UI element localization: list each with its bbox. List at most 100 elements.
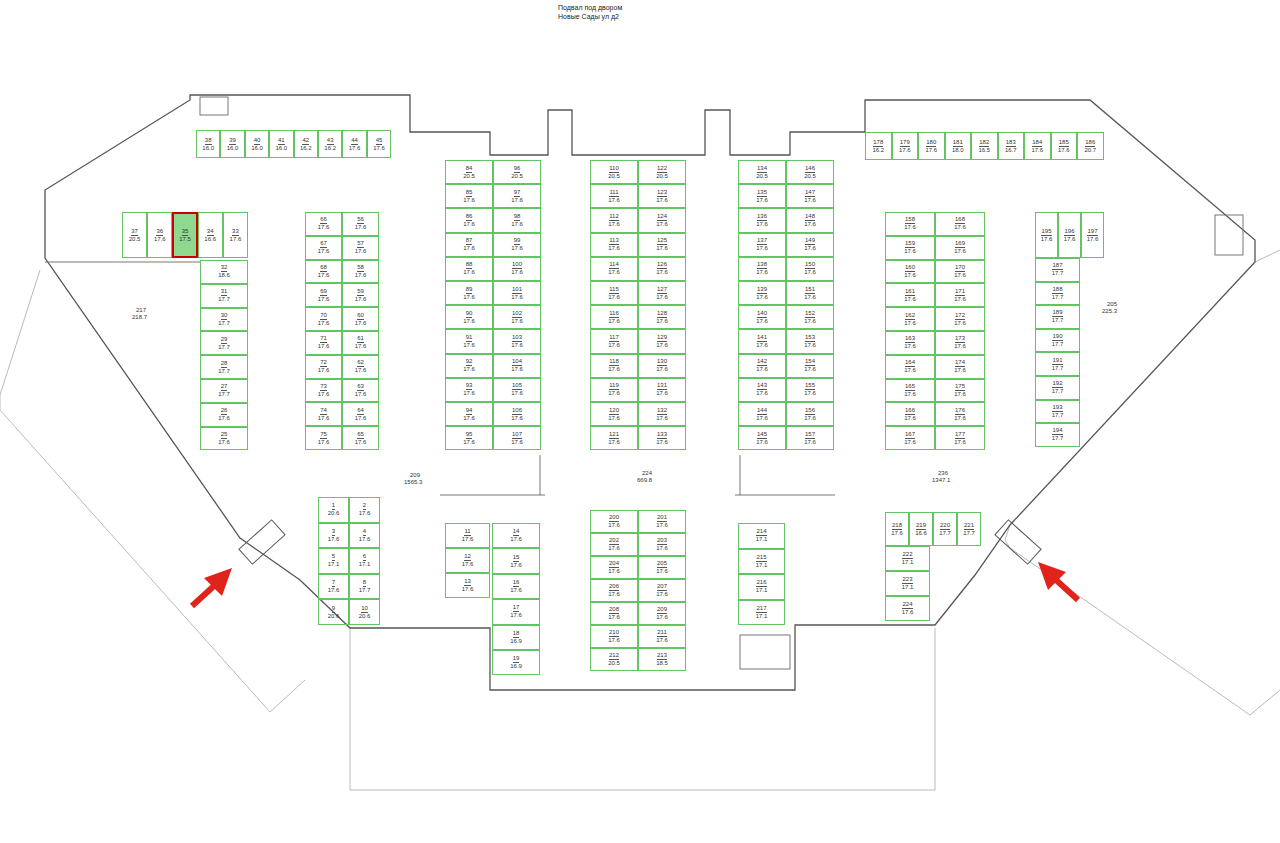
parking-space: 21017.6 xyxy=(590,625,638,648)
space-area: 17.6 xyxy=(318,248,330,255)
parking-space: 6617.6 xyxy=(305,212,342,236)
space-area: 17.7 xyxy=(1052,365,1064,372)
space-area: 17.6 xyxy=(756,245,768,252)
space-number: 150 xyxy=(805,261,815,269)
space-number: 197 xyxy=(1087,228,1097,236)
space-area: 17.6 xyxy=(355,272,367,279)
space-area: 17.7 xyxy=(1052,412,1064,419)
space-number: 186 xyxy=(1085,139,1095,147)
space-number: 202 xyxy=(609,537,619,545)
space-area: 17.6 xyxy=(954,367,966,374)
space-area: 17.6 xyxy=(608,269,620,276)
space-number: 97 xyxy=(514,189,521,197)
space-area: 18.0 xyxy=(952,147,964,154)
space-area: 17.6 xyxy=(608,390,620,397)
space-area: 17.6 xyxy=(954,391,966,398)
space-area: 17.6 xyxy=(656,415,668,422)
space-area: 17.6 xyxy=(318,224,330,231)
parking-space: 19117.7 xyxy=(1035,352,1080,376)
space-area: 17.6 xyxy=(608,342,620,349)
space-number: 90 xyxy=(466,310,473,318)
space-number: 218 xyxy=(892,522,902,530)
parking-space: 12117.6 xyxy=(590,426,638,450)
space-area: 17.6 xyxy=(608,197,620,204)
space-area: 17.6 xyxy=(656,366,668,373)
parking-space: 19717.6 xyxy=(1081,212,1104,258)
space-area: 17.6 xyxy=(510,536,522,543)
parking-space: 16117.6 xyxy=(885,283,935,307)
space-area: 17.6 xyxy=(318,343,330,350)
space-area: 17.6 xyxy=(756,294,768,301)
parking-space: 12917.6 xyxy=(638,329,686,353)
space-number: 5 xyxy=(332,553,335,561)
space-number: 115 xyxy=(609,286,619,294)
space-number: 151 xyxy=(805,286,815,294)
parking-space: 417.6 xyxy=(349,523,380,549)
space-number: 143 xyxy=(757,382,767,390)
space-number: 219 xyxy=(916,522,926,530)
space-number: 63 xyxy=(357,383,364,391)
room xyxy=(740,635,790,669)
arrow-shaft xyxy=(192,585,215,606)
space-area: 17.6 xyxy=(318,272,330,279)
space-number: 96 xyxy=(514,165,521,173)
space-area: 17.6 xyxy=(904,248,916,255)
space-number: 89 xyxy=(466,286,473,294)
space-area: 17.6 xyxy=(756,390,768,397)
space-area: 17.6 xyxy=(318,367,330,374)
parking-space: 14717.6 xyxy=(786,184,834,208)
parking-space: 10417.6 xyxy=(493,354,541,378)
parking-space: 17117.6 xyxy=(935,283,985,307)
space-number: 9 xyxy=(332,605,335,613)
space-number: 146 xyxy=(805,165,815,173)
space-area: 17.6 xyxy=(656,522,668,529)
space-area: 17.5 xyxy=(179,236,191,243)
space-number: 130 xyxy=(657,358,667,366)
space-number: 181 xyxy=(953,139,963,147)
parking-space: 10217.6 xyxy=(493,305,541,329)
parking-space: 13420.5 xyxy=(738,160,786,184)
parking-space: 4216.2 xyxy=(294,130,318,158)
parking-space: 10017.6 xyxy=(493,257,541,281)
parking-space: 3017.7 xyxy=(200,308,248,332)
space-area: 17.6 xyxy=(355,296,367,303)
space-area: 17.6 xyxy=(218,415,230,422)
space-area: 17.6 xyxy=(463,439,475,446)
space-number: 203 xyxy=(657,537,667,545)
space-number: 12 xyxy=(464,553,471,561)
space-area: 16.0 xyxy=(276,145,288,152)
parking-space: 7017.6 xyxy=(305,307,342,331)
space-area: 17.6 xyxy=(355,224,367,231)
space-area: 17.6 xyxy=(656,294,668,301)
space-number: 69 xyxy=(320,288,327,296)
space-area: 17.6 xyxy=(608,366,620,373)
space-number: 142 xyxy=(757,358,767,366)
space-number: 95 xyxy=(466,431,473,439)
parking-space: 6917.6 xyxy=(305,283,342,307)
space-number: 162 xyxy=(905,312,915,320)
space-number: 145 xyxy=(757,431,767,439)
space-number: 57 xyxy=(357,240,364,248)
parking-space: 19317.7 xyxy=(1035,400,1080,424)
space-number: 15 xyxy=(513,554,520,562)
space-area: 17.6 xyxy=(899,147,911,154)
parking-space: 20217.6 xyxy=(590,533,638,556)
space-area: 17.6 xyxy=(318,415,330,422)
space-number: 214 xyxy=(756,528,766,536)
space-area: 17.1 xyxy=(902,584,914,591)
space-number: 152 xyxy=(805,310,815,318)
parking-space: 2917.7 xyxy=(200,331,248,355)
space-number: 192 xyxy=(1052,380,1062,388)
area-label: 1347.1 xyxy=(932,477,950,484)
space-number: 116 xyxy=(609,310,619,318)
space-area: 17.6 xyxy=(608,637,620,644)
space-number: 44 xyxy=(351,137,358,145)
space-number: 6 xyxy=(363,553,366,561)
space-number: 144 xyxy=(757,407,767,415)
parking-space: 15017.6 xyxy=(786,257,834,281)
space-number: 176 xyxy=(955,407,965,415)
space-area: 17.6 xyxy=(463,245,475,252)
parking-space: 13217.6 xyxy=(638,402,686,426)
space-number: 119 xyxy=(609,382,619,390)
